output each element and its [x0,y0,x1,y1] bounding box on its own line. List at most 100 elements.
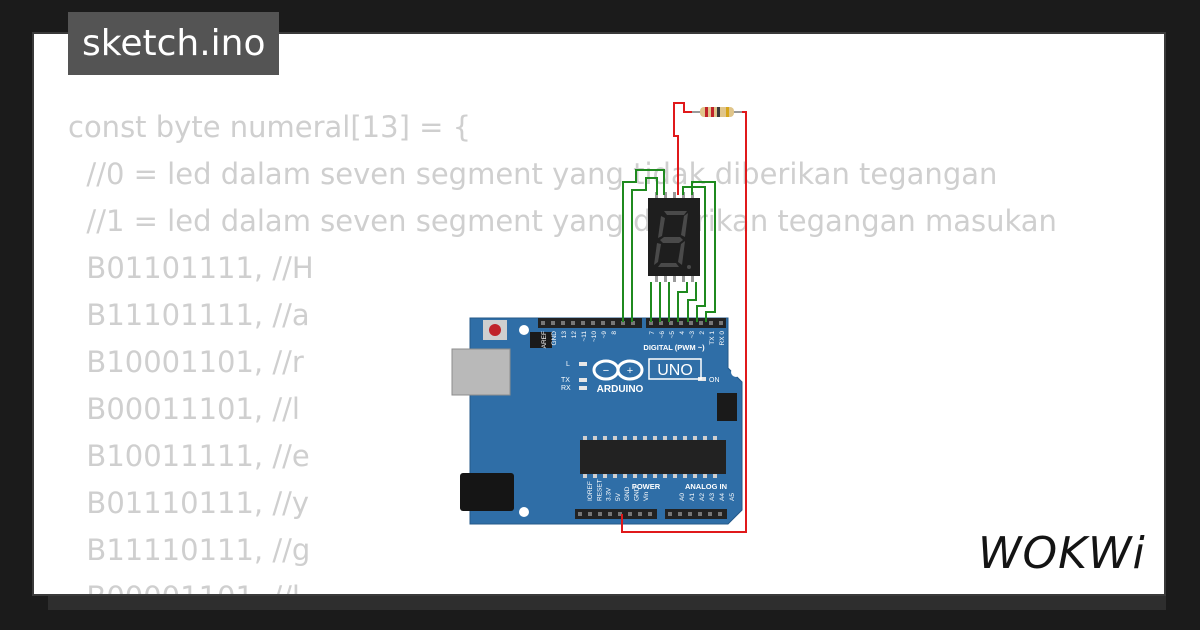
code-line: B10011111, //e [68,439,310,473]
pin-label: A2 [699,493,706,501]
icsp-header [530,332,552,348]
digital-header-left [538,318,642,328]
chip-leg [583,436,587,440]
svg-text:−: − [603,365,609,377]
chip-leg [613,474,617,478]
header-pin [668,512,672,516]
chip-leg [663,436,667,440]
on-led [698,377,706,381]
chip-leg [683,436,687,440]
rx-label: RX [561,385,571,392]
pin-label: A3 [709,493,716,501]
code-line: B11110111, //g [68,533,311,567]
chip-leg [613,436,617,440]
green-wire [682,186,706,322]
chip-leg [583,474,587,478]
code-line: B11101111, //a [68,298,310,332]
header-pin [621,321,625,325]
segment-digit-icon [654,211,691,269]
segment-pin [673,192,676,198]
l-label: L [566,361,570,368]
analog-header [665,509,727,519]
mount-hole [519,507,529,517]
chip-leg [633,436,637,440]
pin-label: Vin [643,491,650,501]
header-pin [638,512,642,516]
chip-leg [603,436,607,440]
pin-label: 13 [561,331,568,339]
code-line: B00011101, //l [68,392,300,426]
code-line: B10001101, //r [68,345,304,379]
chip-leg [703,474,707,478]
code-line: //0 = led dalam seven segment yang tidak… [68,157,998,191]
tx-led [579,378,587,382]
pin-label: 2 [699,331,706,335]
pin-label: RX 0 [719,331,726,346]
header-pin [679,321,683,325]
chip-leg [693,474,697,478]
pin-label: TX 1 [709,331,716,345]
mount-hole [519,325,529,335]
header-pin [649,321,653,325]
green-wire [677,282,688,322]
wires [621,102,747,533]
brand-label: ARDUINO [597,384,644,395]
usb-port [451,348,511,396]
digital-label: DIGITAL (PWM ~) [643,343,705,352]
red-wire [673,102,692,195]
pin-label: GND [624,486,631,501]
green-wire [622,169,665,322]
header-pin [591,321,595,325]
chip-leg [593,474,597,478]
pin-label: 8 [611,331,618,335]
on-label: ON [709,377,720,384]
pin-label: 5V [615,492,622,501]
preview-card: const byte numeral[13] = { //0 = led dal… [32,32,1166,596]
seven-segment-display[interactable] [648,192,700,282]
header-pin [618,512,622,516]
segment-pin [655,276,658,282]
reset-button-cap[interactable] [489,324,501,336]
pin-label: A1 [689,493,696,501]
wokwi-logo: WOKWi [978,528,1145,579]
header-pin [541,321,545,325]
arduino-uno-board[interactable]: L TX RX ON − + UNO ARDUINO DIGITAL (PWM … [451,317,743,525]
pin-label: A0 [679,493,686,501]
icsp-header-2 [717,393,737,421]
svg-text:+: + [627,365,633,377]
arduino-logo-icon: − + [592,359,644,381]
rx-led [579,386,587,390]
header-pin [571,321,575,325]
segment-pin [673,276,676,282]
pin-label: IOREF [587,481,594,501]
header-pin [708,512,712,516]
chip-leg [633,474,637,478]
pin-label: ~10 [591,331,598,342]
chip-leg [623,474,627,478]
pin-label: ~9 [601,331,608,339]
pin-label: ~3 [689,331,696,339]
chip-leg [603,474,607,478]
header-pin [551,321,555,325]
green-wire [687,282,697,322]
header-pin [669,321,673,325]
chip-leg [593,436,597,440]
header-pin [698,512,702,516]
code-line: B01101111, //H [68,251,314,285]
code-line: const byte numeral[13] = { [68,110,472,144]
header-pin [678,512,682,516]
power-jack [460,473,514,511]
power-label: POWER [632,482,661,491]
pin-label: A5 [729,493,736,501]
pin-label: AREF [541,331,548,348]
atmega-chip [580,440,726,474]
chip-leg [643,436,647,440]
red-wire [621,111,747,533]
resistor[interactable] [692,107,742,117]
chip-leg [653,436,657,440]
segment-pin [664,192,667,198]
chip-leg [703,436,707,440]
digital-header-right [646,318,726,328]
header-pin [611,321,615,325]
pin-label: 7 [649,331,656,335]
